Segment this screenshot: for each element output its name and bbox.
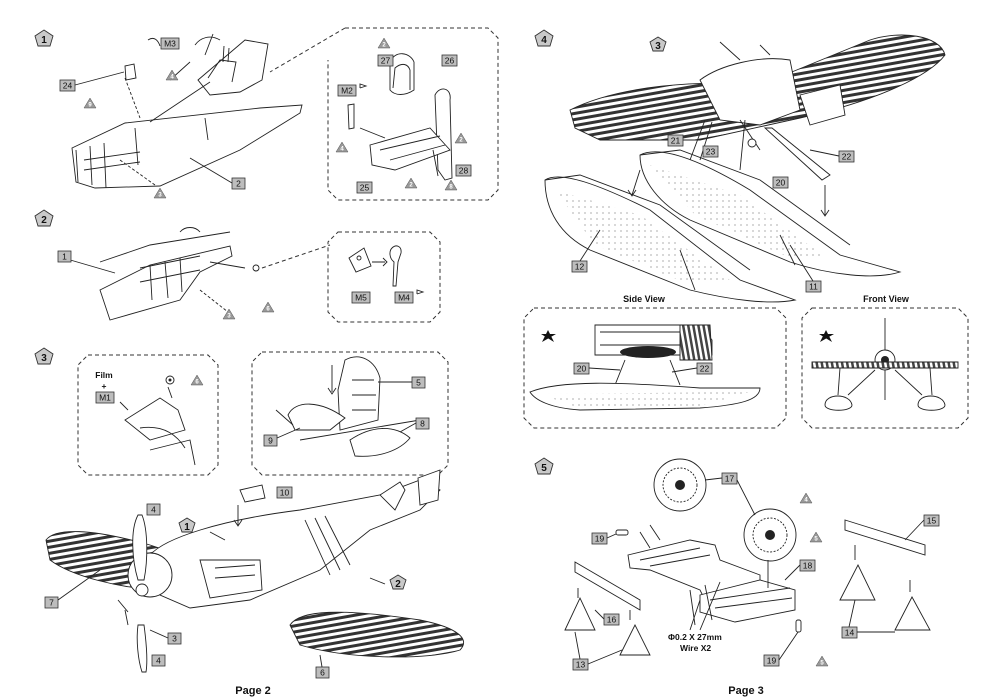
svg-text:19: 19 bbox=[767, 656, 777, 666]
step-badge-4: 4 bbox=[534, 29, 554, 47]
step1-fuselage bbox=[71, 33, 303, 189]
step4-labels: 3 21 23 20 22 12 11 bbox=[571, 36, 855, 293]
star-icon bbox=[541, 330, 556, 342]
svg-text:3: 3 bbox=[41, 353, 47, 364]
step-badge-2: 2 bbox=[34, 209, 54, 227]
svg-text:14: 14 bbox=[845, 628, 855, 638]
svg-text:5: 5 bbox=[820, 661, 824, 667]
svg-text:13: 13 bbox=[576, 660, 586, 670]
step3-tail-panel: 5 9 8 bbox=[251, 351, 449, 476]
page-number-left: Page 2 bbox=[235, 685, 270, 697]
side-view-panel: Side View 20 22 bbox=[523, 294, 787, 429]
svg-text:5: 5 bbox=[541, 463, 547, 474]
svg-text:7: 7 bbox=[49, 598, 54, 608]
step5-labels: 17 4 5 19 18 15 16 14 13 19 5 Φ0.2 X 27m… bbox=[572, 472, 940, 671]
svg-text:M4: M4 bbox=[398, 293, 410, 303]
svg-text:1: 1 bbox=[184, 522, 190, 533]
step-badge-3: 3 bbox=[34, 347, 54, 365]
svg-text:16: 16 bbox=[607, 615, 617, 625]
svg-text:2: 2 bbox=[236, 179, 241, 189]
svg-text:4: 4 bbox=[804, 498, 808, 504]
step2-detail-panel: M5 M4 bbox=[327, 231, 441, 323]
step1-labels: M3 24 2 9 3 4 bbox=[59, 37, 246, 199]
front-view-panel: Front View bbox=[801, 294, 969, 429]
rotate-arrow-icon bbox=[147, 37, 161, 47]
svg-text:2: 2 bbox=[409, 183, 413, 189]
svg-text:8: 8 bbox=[420, 419, 425, 429]
svg-text:4: 4 bbox=[156, 656, 161, 666]
final-assembly-labels: 1 2 10 4 7 3 4 6 bbox=[44, 486, 407, 679]
svg-text:3: 3 bbox=[227, 314, 231, 320]
svg-text:3: 3 bbox=[172, 634, 177, 644]
svg-text:Φ0.2 X 27mm: Φ0.2 X 27mm bbox=[668, 632, 722, 642]
svg-text:Front View: Front View bbox=[863, 294, 910, 304]
svg-text:19: 19 bbox=[595, 534, 605, 544]
step2-labels: 1 3 6 bbox=[57, 250, 275, 320]
step2-fuselage bbox=[59, 227, 331, 321]
svg-text:M2: M2 bbox=[341, 86, 353, 96]
svg-text:17: 17 bbox=[725, 474, 735, 484]
svg-text:15: 15 bbox=[927, 516, 937, 526]
svg-text:4: 4 bbox=[170, 75, 174, 81]
svg-text:1: 1 bbox=[62, 252, 67, 262]
svg-text:Wire X2: Wire X2 bbox=[680, 643, 711, 653]
svg-text:M5: M5 bbox=[355, 293, 367, 303]
svg-text:6: 6 bbox=[266, 307, 270, 313]
step4-wing-floats bbox=[544, 34, 946, 303]
page-number-right: Page 3 bbox=[728, 685, 763, 697]
svg-text:28: 28 bbox=[459, 166, 469, 176]
step1-detail-panel: 27 26 M2 25 28 2 2 4 2 8 bbox=[269, 27, 499, 201]
svg-text:27: 27 bbox=[381, 56, 391, 66]
flag-icon bbox=[359, 83, 368, 89]
svg-text:3: 3 bbox=[158, 193, 162, 199]
svg-text:2: 2 bbox=[41, 215, 47, 226]
svg-text:4: 4 bbox=[151, 505, 156, 515]
step-badge-1: 1 bbox=[34, 29, 54, 47]
final-assembly-aircraft bbox=[45, 469, 465, 673]
step5-beaching-trolley bbox=[564, 458, 931, 656]
svg-text:3: 3 bbox=[655, 41, 661, 52]
svg-text:20: 20 bbox=[577, 364, 587, 374]
svg-text:11: 11 bbox=[809, 282, 818, 292]
svg-text:M1: M1 bbox=[99, 393, 111, 403]
svg-text:10: 10 bbox=[280, 488, 290, 498]
svg-text:9: 9 bbox=[88, 103, 92, 109]
svg-text:2: 2 bbox=[382, 43, 386, 49]
svg-text:20: 20 bbox=[776, 178, 786, 188]
svg-text:6: 6 bbox=[320, 668, 325, 678]
step3-windscreen-panel: Film + M1 6 bbox=[77, 354, 219, 476]
svg-text:6: 6 bbox=[195, 380, 199, 386]
svg-text:5: 5 bbox=[416, 378, 421, 388]
svg-text:24: 24 bbox=[63, 81, 73, 91]
svg-text:Side View: Side View bbox=[623, 294, 666, 304]
svg-text:8: 8 bbox=[449, 185, 453, 191]
svg-text:9: 9 bbox=[268, 436, 273, 446]
svg-text:4: 4 bbox=[340, 147, 344, 153]
svg-text:23: 23 bbox=[706, 147, 716, 157]
step-badge-5: 5 bbox=[534, 457, 554, 475]
svg-text:+: + bbox=[102, 381, 107, 391]
svg-text:Film: Film bbox=[95, 370, 113, 380]
svg-text:22: 22 bbox=[700, 364, 710, 374]
svg-text:1: 1 bbox=[41, 35, 47, 46]
svg-text:2: 2 bbox=[395, 579, 401, 590]
svg-text:18: 18 bbox=[803, 561, 813, 571]
svg-text:4: 4 bbox=[541, 35, 547, 46]
svg-text:2: 2 bbox=[459, 138, 463, 144]
svg-text:25: 25 bbox=[360, 183, 370, 193]
down-arrow-icon bbox=[327, 365, 337, 395]
flag-icon bbox=[416, 289, 425, 295]
svg-text:M3: M3 bbox=[164, 39, 176, 49]
svg-text:12: 12 bbox=[575, 262, 585, 272]
svg-text:26: 26 bbox=[445, 56, 455, 66]
svg-text:5: 5 bbox=[814, 537, 818, 543]
svg-text:22: 22 bbox=[842, 152, 852, 162]
svg-text:21: 21 bbox=[671, 136, 681, 146]
star-icon bbox=[819, 330, 834, 342]
